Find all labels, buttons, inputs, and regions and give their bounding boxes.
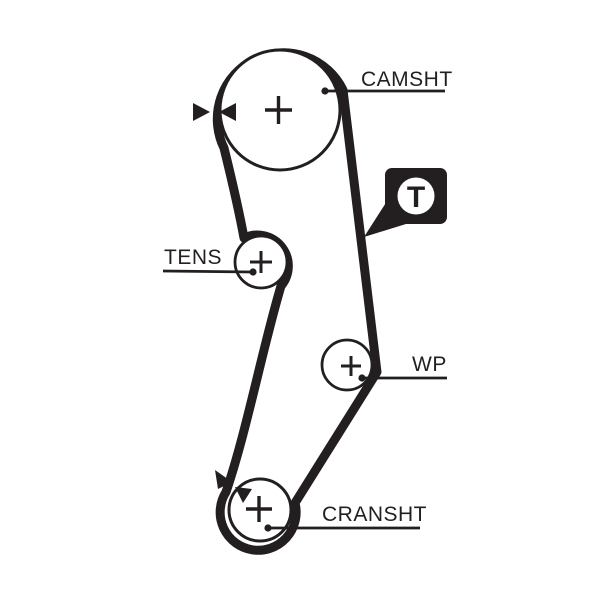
timing-mark-badge: T [364, 168, 447, 237]
tensioner-label: TENS [164, 246, 222, 269]
crankshaft-label: CRANSHT [322, 503, 427, 526]
camshaft-timing-arrow-right-icon [219, 103, 236, 121]
water-pump-leader-dot [358, 374, 366, 382]
camshaft-leader-dot [321, 87, 329, 95]
tensioner-center-cross-icon [250, 251, 272, 273]
camshaft-label: CAMSHT [361, 68, 453, 91]
camshaft-center-cross-icon [265, 96, 292, 124]
crankshaft-center-cross-icon [246, 496, 272, 522]
crankshaft-timing-arrow-upper-icon [215, 470, 232, 489]
water-pump-center-cross-icon [341, 356, 361, 376]
camshaft-timing-arrow-left-icon [193, 103, 210, 121]
crankshaft-timing-arrow-lower-icon [235, 487, 252, 503]
tensioner-leader-dot [249, 268, 257, 276]
crankshaft-leader-dot [264, 524, 272, 532]
water-pump-label: WP [412, 353, 447, 376]
tensioner-leader-line [162, 269, 254, 274]
timing-mark-badge-tail [364, 198, 406, 237]
timing-mark-badge-circle [397, 177, 435, 215]
timing-mark-badge-letter: T [407, 181, 425, 214]
